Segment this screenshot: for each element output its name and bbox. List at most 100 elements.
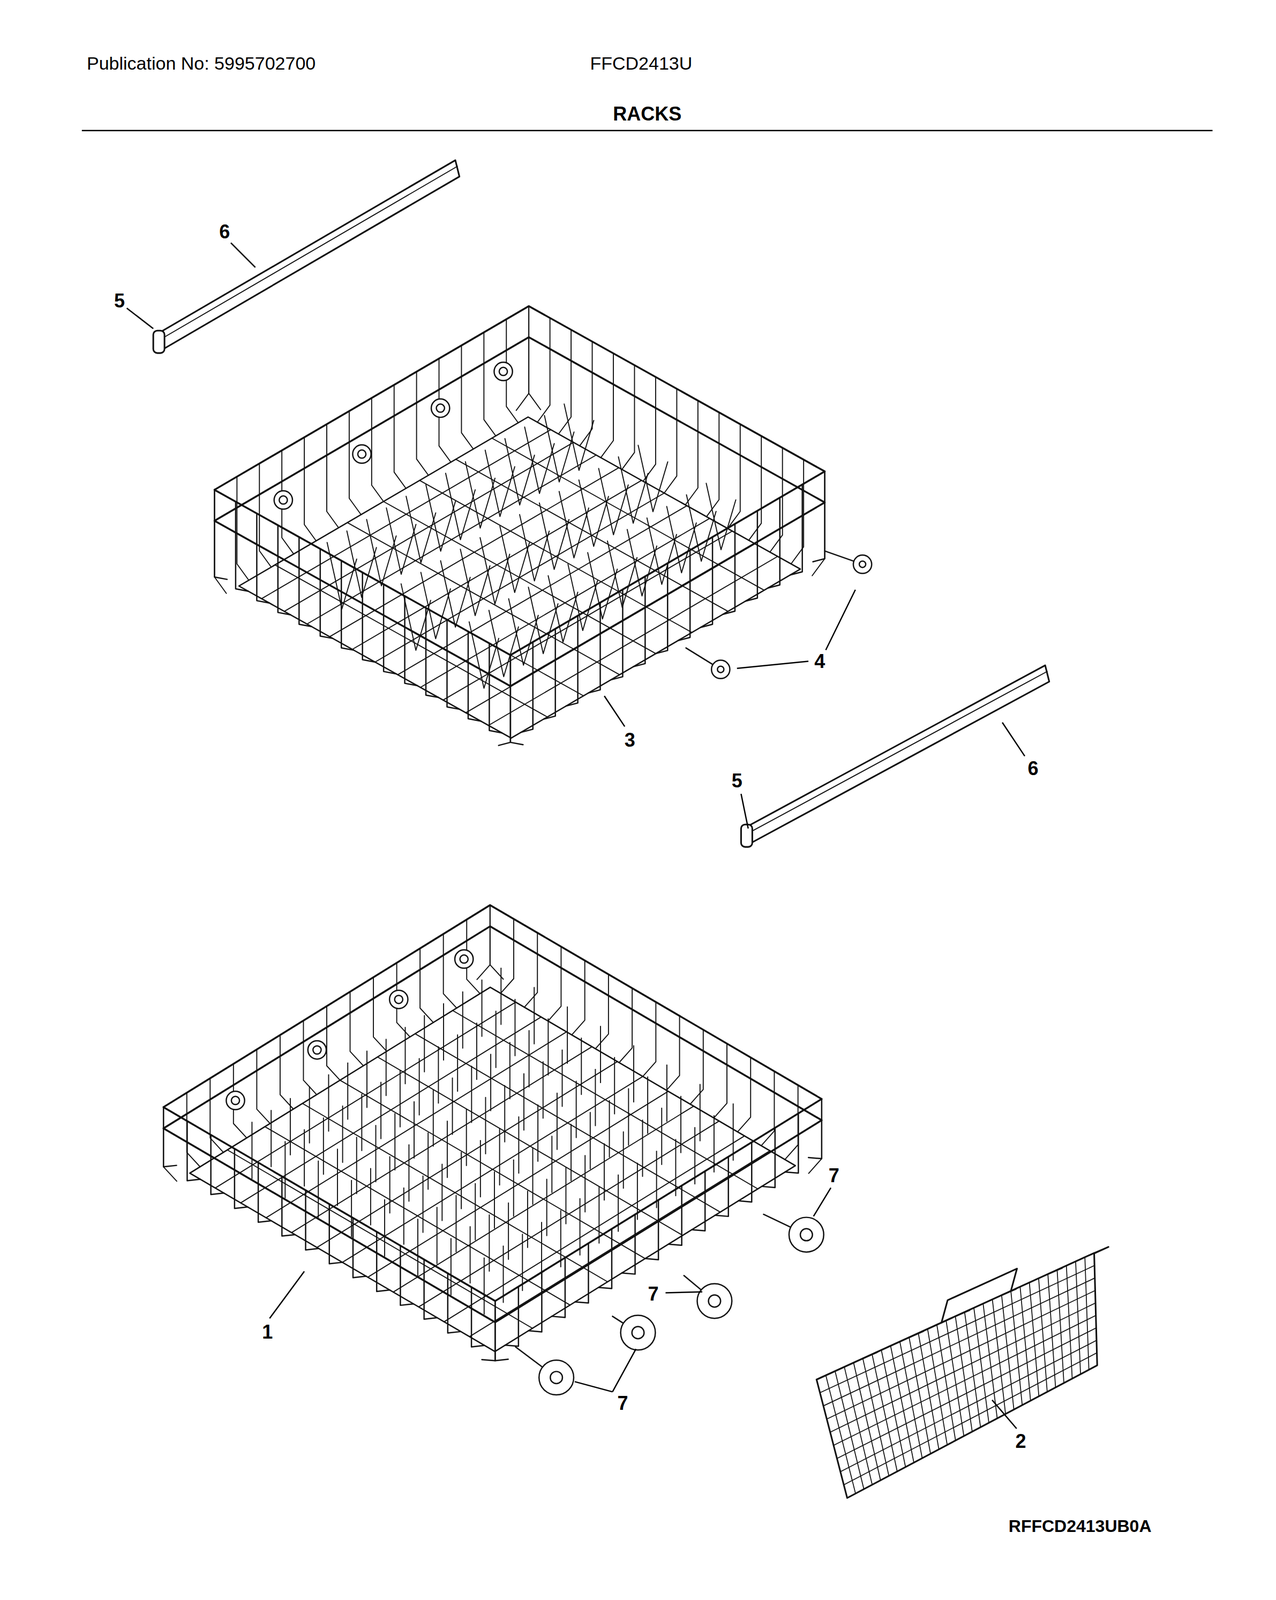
rack-tine <box>452 1077 454 1135</box>
callout-number: 7 <box>617 1393 628 1414</box>
rack-wire <box>374 492 665 662</box>
rack-wire <box>714 1043 727 1118</box>
rack-tine <box>350 1180 352 1237</box>
rack-wire <box>236 476 249 581</box>
rack-tine <box>356 1137 358 1194</box>
basket-grid <box>973 1308 989 1424</box>
rack-tine <box>699 1084 701 1142</box>
rack-tine <box>539 503 569 570</box>
rack-tine <box>532 1147 534 1205</box>
rack-tine <box>399 1070 401 1127</box>
rack-hub <box>499 367 508 376</box>
rack-wire <box>601 353 614 459</box>
rack-tine <box>598 1187 600 1244</box>
rack-hub <box>231 1096 240 1105</box>
rack-tine <box>661 1108 663 1165</box>
rack-wire <box>706 412 719 517</box>
callout-number: 4 <box>814 651 825 672</box>
rack-tine <box>603 1143 605 1200</box>
rack-hub <box>352 445 371 464</box>
rack-wire <box>494 1301 508 1361</box>
rack-wire <box>416 371 429 476</box>
rack-wire <box>163 1107 177 1182</box>
rack-tine <box>495 1011 497 1068</box>
rack-tine <box>460 549 490 616</box>
rack-wire <box>298 537 312 627</box>
rack-wire <box>510 655 523 745</box>
callout-number: 5 <box>731 771 743 791</box>
wheel-hub <box>800 1228 813 1242</box>
rack-wire <box>394 384 407 489</box>
leader-line <box>992 1400 1017 1429</box>
wheel-hub <box>550 1371 563 1384</box>
rack-wire <box>377 1056 683 1236</box>
rack-hub <box>436 403 445 412</box>
rack-hub <box>274 490 293 509</box>
rack-wire <box>579 341 592 447</box>
rack-tine <box>565 1167 567 1224</box>
rack-tine <box>455 1195 457 1252</box>
rack-wire <box>737 1057 751 1132</box>
rack-wire <box>500 919 514 994</box>
basket-divider <box>955 1310 970 1317</box>
rack-tine <box>666 506 697 573</box>
rack-wire <box>685 400 698 506</box>
rack-tine <box>656 1151 658 1208</box>
rack-tine <box>481 979 483 1037</box>
rack-wire <box>258 1162 272 1222</box>
wheel-hub <box>859 560 866 568</box>
wheel-hub <box>708 1295 722 1308</box>
rack-tine <box>561 1049 564 1107</box>
rack-wire <box>633 576 645 667</box>
rack-wire <box>468 631 481 722</box>
rack-rim <box>214 336 825 687</box>
rack-hub <box>454 949 474 968</box>
rack-tine <box>609 1100 611 1158</box>
rack-tine <box>284 1141 286 1198</box>
rack-tine <box>500 967 502 1025</box>
rack-tine <box>521 1234 523 1291</box>
callout-number: 6 <box>1027 759 1039 779</box>
rack-tine <box>527 1191 529 1248</box>
rack-hub <box>308 1040 327 1060</box>
basket-grid <box>833 1315 1097 1446</box>
rack-tine <box>598 468 629 535</box>
callout-number: 7 <box>828 1166 840 1186</box>
rack-tine <box>485 449 515 517</box>
rack-wire <box>558 329 572 435</box>
basket-grid <box>843 1353 1097 1485</box>
rack-tine <box>408 1144 410 1202</box>
basket-divider <box>1047 1267 1063 1274</box>
basket-grid <box>918 1333 939 1450</box>
rack-tine <box>636 1162 638 1220</box>
rack-wire <box>455 459 728 612</box>
rack-tine <box>642 1120 644 1177</box>
rack-rail <box>747 665 1050 843</box>
rack-base <box>238 417 801 739</box>
basket-grid <box>1010 1290 1023 1406</box>
rack-wire <box>715 1156 729 1217</box>
rack-wire <box>813 471 825 562</box>
basket-grid <box>823 1278 1095 1407</box>
rack-tine <box>479 537 510 605</box>
rack-wire <box>537 318 550 423</box>
callout-number: 1 <box>261 1322 273 1342</box>
basket-grid <box>1038 1278 1048 1393</box>
rack-wire <box>700 537 713 628</box>
rack-tine <box>403 1188 405 1245</box>
rack-tine <box>627 529 657 596</box>
rack-wire <box>595 974 609 1049</box>
rack-drawing <box>153 160 1109 1498</box>
rack-wire <box>447 1273 461 1333</box>
rack-wire <box>483 332 496 436</box>
basket-grid <box>820 1265 1095 1393</box>
rack-tine <box>476 1023 478 1080</box>
rack-tine <box>366 519 396 587</box>
rack-hub <box>493 362 513 381</box>
rack-tine <box>647 1076 649 1133</box>
rack-wire <box>808 1099 822 1159</box>
rack-tine <box>427 1132 429 1190</box>
rack-hub <box>312 1046 321 1055</box>
rack-wire <box>619 988 633 1063</box>
